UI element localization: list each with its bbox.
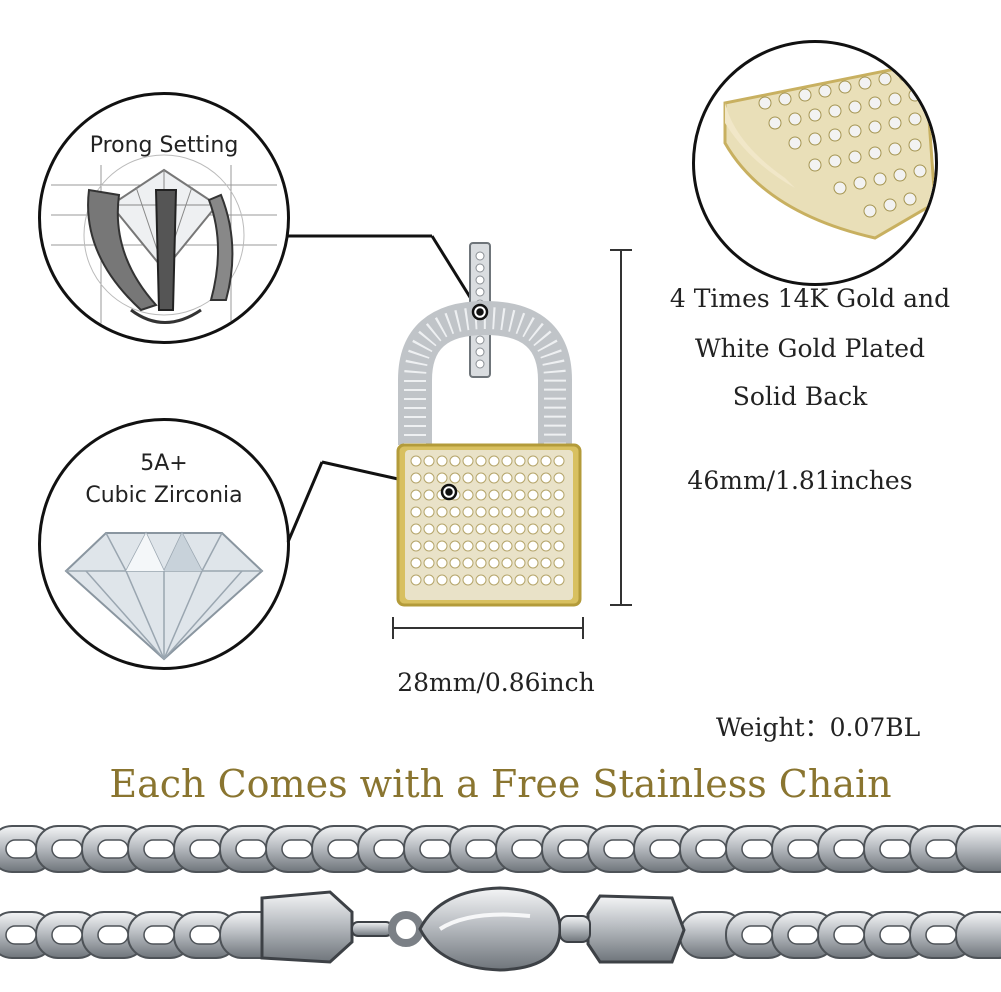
cz-grade-label: 5A+ xyxy=(140,451,188,476)
lobster-clasp-icon xyxy=(260,886,686,972)
prong-setting-detail: Prong Setting xyxy=(38,92,290,344)
pointer-markers xyxy=(440,303,489,501)
width-label: 28mm/0.86inch xyxy=(397,668,595,697)
diamond-icon xyxy=(64,531,264,661)
prong-setting-label: Prong Setting xyxy=(89,133,239,158)
pave-back-icon xyxy=(723,61,935,240)
chain-icon xyxy=(0,825,1001,972)
height-dimension xyxy=(610,249,632,606)
solid-back-detail xyxy=(692,40,938,286)
plating-line-2: White Gold Plated xyxy=(694,334,926,363)
plating-line-1: 4 Times 14K Gold and xyxy=(669,284,951,313)
cubic-zirconia-detail: 5A+ Cubic Zirconia xyxy=(38,418,290,670)
weight-label: Weight：0.07BL xyxy=(716,713,921,742)
plating-line-3: Solid Back xyxy=(732,382,868,411)
cz-name-label: Cubic Zirconia xyxy=(85,483,243,508)
width-dimension xyxy=(392,617,584,639)
prong-sketch-icon xyxy=(51,154,277,325)
padlock-pendant-icon xyxy=(396,242,582,607)
free-chain-headline: Each Comes with a Free Stainless Chain xyxy=(109,762,892,806)
height-label: 46mm/1.81inches xyxy=(687,466,913,495)
